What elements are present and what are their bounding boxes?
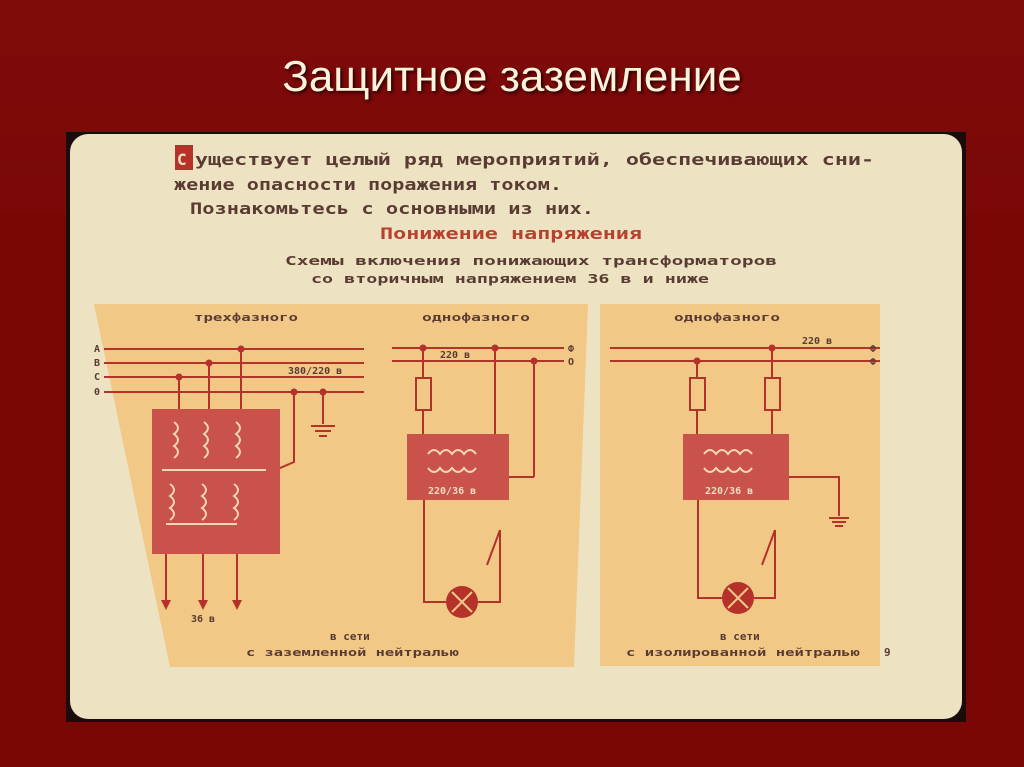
intro-line-3: Познакомьтесь с основными из них.	[190, 199, 594, 218]
intro-initial: С	[177, 150, 187, 169]
intro-line-2: жение опасности поражения током.	[174, 175, 562, 194]
section-title: Понижение напряжения	[380, 224, 642, 243]
diagram-photo: С уществует целый ряд мероприятий, обесп…	[70, 134, 962, 719]
three-phase-scheme	[104, 345, 364, 600]
single-phase-isolated-scheme	[610, 344, 880, 599]
caption-grounded-line-1: в сети	[330, 630, 370, 643]
caption-isolated-line-1: в сети	[720, 630, 760, 643]
three-phase-output-voltage: 36 в	[191, 614, 215, 625]
subtitle-line-1: Схемы включения понижающих трансформатор…	[285, 254, 777, 268]
phase-label-b: B	[94, 358, 100, 369]
single-phase-isolated-winding	[703, 449, 753, 473]
lamp-grounded	[446, 586, 478, 618]
single-phase-grounded-winding	[427, 449, 477, 473]
single-phase-isolated-transformer	[683, 434, 789, 500]
phase-label-0: 0	[94, 387, 100, 398]
phase-label-f-isolated-1: Ф	[870, 344, 876, 355]
scheme-title-single-phase-isolated: однофазного	[674, 311, 781, 324]
slide-title: Защитное заземление	[282, 52, 742, 101]
card-page-number: 9	[884, 646, 891, 659]
single-phase-grounded-voltage: 220 в	[440, 350, 470, 361]
scheme-title-three-phase: трехфазного	[194, 311, 299, 324]
lamp-isolated	[722, 582, 754, 614]
caption-grounded-line-2: с заземленной нейтралью	[246, 646, 460, 659]
single-phase-isolated-ratio: 220/36 в	[705, 486, 753, 497]
scheme-title-single-phase-grounded: однофазного	[422, 311, 531, 324]
single-phase-grounded-ratio: 220/36 в	[428, 486, 476, 497]
three-phase-voltage: 380/220 в	[288, 366, 342, 377]
panel-grounded-neutral	[94, 304, 588, 667]
intro-line-1: уществует целый ряд мероприятий, обеспеч…	[195, 150, 874, 169]
phase-label-f-isolated-2: Ф	[870, 357, 876, 368]
phase-label-o-grounded: О	[568, 357, 574, 368]
phase-label-c: C	[94, 372, 100, 383]
single-phase-grounded-transformer	[407, 434, 509, 500]
intro-initial-box	[175, 145, 193, 170]
single-phase-isolated-voltage: 220 в	[802, 336, 832, 347]
phase-label-f-grounded: Ф	[568, 344, 574, 355]
phase-label-a: A	[94, 344, 100, 355]
three-phase-windings	[162, 421, 266, 525]
subtitle-line-2: со вторичным напряжением 36 в и ниже	[311, 272, 709, 286]
caption-isolated-line-2: с изолированной нейтралью	[626, 646, 861, 659]
three-phase-transformer	[152, 409, 280, 554]
